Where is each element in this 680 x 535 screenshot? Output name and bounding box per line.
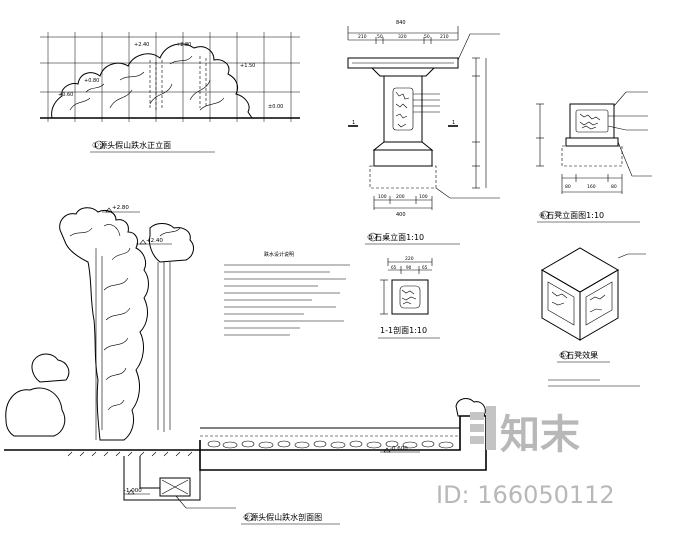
- section-dim-3: 65: [422, 265, 428, 270]
- stool-panel-texture: [579, 113, 601, 130]
- table-overall-width: 840: [396, 20, 406, 26]
- pool-structure: [199, 415, 487, 471]
- table-base-dim-2: 200: [396, 194, 405, 200]
- section-inner: [399, 285, 421, 309]
- section-title: 1-1剖面1:10: [380, 325, 427, 335]
- table-base-width: 400: [396, 212, 406, 218]
- table-dim-2: 50: [377, 34, 383, 40]
- rockery-outline-section: [59, 207, 149, 441]
- table-foundation: [369, 165, 437, 189]
- section-overall-width: 220: [405, 256, 414, 262]
- elev-label-3: +1.50: [240, 63, 255, 69]
- table-dim-5: 210: [440, 34, 449, 40]
- stool-dim-1: 80: [565, 184, 571, 190]
- elevation-grid: [40, 32, 300, 122]
- stool-foundation: [561, 145, 623, 167]
- table-base: [373, 149, 433, 167]
- pebble-bed: [207, 440, 454, 449]
- rockery-texture-elevation: [69, 55, 225, 111]
- elevation-title: ①源头假山跌水正立面: [92, 140, 171, 150]
- stone-table-title: ③石桌立面1:10: [367, 232, 424, 242]
- table-dim-3: 320: [398, 34, 407, 40]
- watermark-logo-icon: [470, 406, 496, 450]
- section-dim-2: 90: [406, 265, 412, 270]
- stool-iso-leader: [617, 253, 646, 259]
- stool-dim-2: 160: [587, 184, 596, 190]
- table-top-slab: [347, 57, 459, 69]
- svg-text:1: 1: [352, 120, 355, 126]
- rockery-texture-section: [69, 224, 181, 411]
- elev-label-6: ±0.00: [268, 104, 283, 110]
- waterfall-streams-elevation: [149, 56, 207, 110]
- section-level-1: +2.80: [112, 205, 129, 211]
- table-panel-leaders: [413, 93, 440, 113]
- pump-leader: [175, 495, 236, 509]
- stool-iso-right: [579, 269, 619, 341]
- stool-effect-title: ⑤石凳效果: [559, 350, 598, 360]
- rockery-waterfall-elevation: +2.40 +2.80 +1.50 +0.80 +0.60 ±0.00 ①源头假…: [40, 32, 300, 153]
- section-level-2: +2.40: [146, 238, 163, 244]
- stone-stool-isometric: ⑤石凳效果: [541, 247, 646, 387]
- svg-text:1: 1: [452, 120, 455, 126]
- waterfall-streams-section: [95, 248, 171, 440]
- stool-title-marker: [540, 210, 550, 220]
- pump-pipe: [139, 456, 160, 489]
- elev-label-5: +0.60: [58, 92, 73, 98]
- section-level-3: -0.600: [390, 446, 408, 452]
- table-title-marker: [368, 232, 378, 242]
- watermark-brand: 知末: [500, 412, 580, 458]
- section-view-title: ②源头假山跌水剖面图: [243, 512, 322, 522]
- stool-dim-3: 80: [611, 184, 617, 190]
- table-dim-4: 50: [424, 34, 430, 40]
- table-stone-panel: [392, 87, 414, 131]
- table-dim-1: 210: [358, 34, 367, 40]
- upper-rock-section: [149, 223, 194, 263]
- elev-label-2: +2.40: [134, 42, 149, 48]
- section-level-4: -1.000: [124, 488, 142, 494]
- left-boulder: [5, 387, 66, 437]
- stone-table-elevation: 840 210 50 320 50 210 1 1 100: [347, 20, 500, 245]
- edge-rock: [455, 398, 486, 417]
- elevation-title-marker: [94, 140, 104, 150]
- stool-iso-texture: [551, 291, 606, 313]
- design-notes: 跌水设计说明: [224, 251, 350, 336]
- stool-leaders: [607, 91, 652, 177]
- table-foundation-leader: [435, 187, 500, 199]
- stool-iso-panel-left: [547, 281, 575, 326]
- elev-label-1: +2.80: [176, 42, 191, 48]
- table-column: [383, 75, 423, 143]
- stool-base: [565, 137, 619, 147]
- section-title-marker: [244, 512, 254, 522]
- table-neck: [371, 67, 435, 77]
- table-base-flare: [372, 141, 434, 151]
- stone-stool-elevation: 80 160 80 ④石凳立面图1:10: [536, 91, 652, 223]
- table-top-leader: [457, 33, 500, 61]
- stone-table-section-1-1: 220 65 90 65 1-1剖面1:10: [378, 256, 440, 339]
- stone-stool-title: ④石凳立面图1:10: [539, 210, 604, 220]
- rockery-waterfall-section: +2.80 +2.40 -0.600: [4, 205, 487, 525]
- stool-body: [569, 103, 615, 139]
- pump-pit: [123, 456, 201, 501]
- pump-box: [159, 477, 191, 497]
- section-profile: [391, 279, 429, 315]
- ground-hatch: [67, 451, 193, 457]
- section-dim-1: 65: [391, 265, 397, 270]
- stool-stone-panel: [575, 109, 609, 133]
- table-panel-texture: [395, 91, 410, 128]
- notes-heading: 跌水设计说明: [264, 251, 294, 258]
- watermark-id: ID: 166050112: [436, 481, 615, 509]
- rockery-outline-elevation: [51, 43, 253, 119]
- stool-iso-panel-right: [585, 281, 613, 326]
- table-base-dim-1: 100: [378, 194, 387, 200]
- elev-label-4: +0.80: [84, 78, 99, 84]
- stool-effect-title-marker: [560, 350, 570, 360]
- mid-boulder: [31, 353, 70, 383]
- table-base-dim-3: 100: [419, 194, 428, 200]
- watermark: 知末 ID: 166050112: [436, 406, 615, 509]
